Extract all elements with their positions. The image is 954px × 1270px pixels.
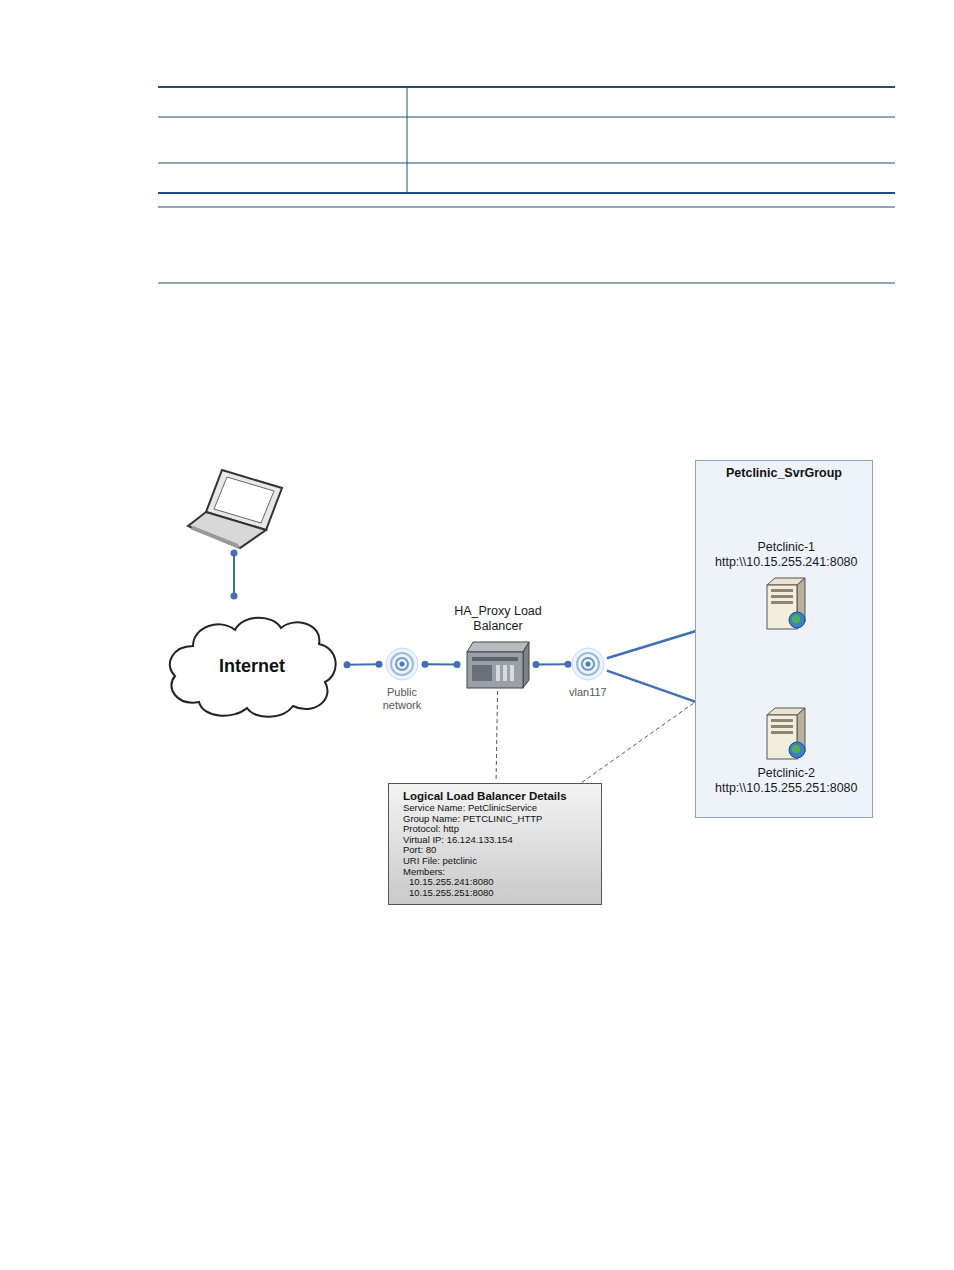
callout-line: Port: 80: [403, 845, 593, 856]
connector: [532, 661, 571, 668]
node-label: http:\\10.15.255.241:8080: [715, 555, 858, 570]
callout-heading: Logical Load Balancer Details: [403, 789, 593, 803]
laptop-icon: [188, 470, 282, 549]
ring-shape: [385, 647, 419, 681]
server-shape: [761, 706, 811, 761]
load-balancer: HA_Proxy Load Balancer: [463, 640, 533, 690]
laptop-wire: [231, 550, 238, 600]
ring-shape: [571, 647, 605, 681]
connector: [582, 703, 694, 783]
callout-line: 10.15.255.251:8080: [403, 888, 593, 899]
vlan-icon: vlan117: [571, 647, 605, 681]
node-label-wrap: HA_Proxy Load Balancer: [443, 604, 553, 634]
callout-line: Members:: [403, 867, 593, 878]
details-callout: Logical Load Balancer DetailsService Nam…: [388, 783, 602, 905]
web-server: Petclinic-1http:\\10.15.255.241:8080: [761, 576, 811, 631]
node-label: Public network: [367, 686, 437, 712]
table-rules: [158, 87, 895, 283]
rack-shape: [463, 640, 533, 690]
callout-line: Virtual IP: 16.124.133.154: [403, 835, 593, 846]
connector: [421, 661, 460, 668]
node-label: Petclinic-1: [715, 540, 858, 555]
node-label: Internet: [219, 656, 285, 677]
callout-line: Group Name: PETCLINIC_HTTP: [403, 814, 593, 825]
connector: [343, 661, 382, 668]
group-title: Petclinic_SvrGroup: [696, 466, 872, 480]
callout-line: Service Name: PetClinicService: [403, 803, 593, 814]
node-label-wrap: Petclinic-2http:\\10.15.255.251:8080: [715, 766, 858, 796]
node-label: HA_Proxy Load Balancer: [443, 604, 553, 634]
node-label-wrap: Petclinic-1http:\\10.15.255.241:8080: [715, 540, 858, 570]
server-group: Petclinic_SvrGroupPetclinic-1http:\\10.1…: [695, 460, 873, 818]
callout-line: URI File: petclinic: [403, 856, 593, 867]
network-icon: Public network: [385, 647, 419, 681]
node-label: vlan117: [569, 686, 607, 699]
node-label: Petclinic-2: [715, 766, 858, 781]
callout-line: 10.15.255.241:8080: [403, 877, 593, 888]
web-server: Petclinic-2http:\\10.15.255.251:8080: [761, 706, 811, 761]
node-label-wrap: Public network: [367, 686, 437, 712]
node-label: http:\\10.15.255.251:8080: [715, 781, 858, 796]
node-label-wrap: vlan117: [569, 686, 607, 699]
callout-line: Protocol: http: [403, 824, 593, 835]
cloud-label-wrap: Internet: [163, 612, 341, 720]
connector: [496, 691, 498, 782]
network-cloud: Internet: [163, 612, 341, 720]
server-shape: [761, 576, 811, 631]
